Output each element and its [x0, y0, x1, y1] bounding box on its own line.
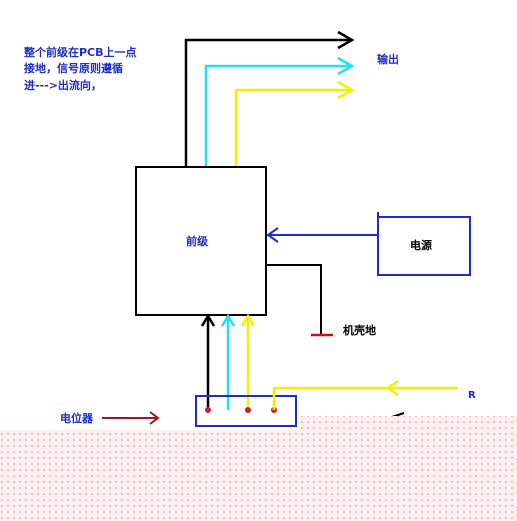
potentiometer-box — [195, 395, 297, 427]
power-label: 电源 — [410, 238, 432, 252]
r-label: R — [468, 390, 476, 401]
potentiometer-arrow — [102, 411, 160, 425]
output-arrows — [184, 30, 355, 166]
potentiometer-pins — [205, 407, 277, 413]
input-arrowhead-black — [200, 313, 216, 327]
note-line-3: 进--->出流向， — [24, 78, 102, 92]
output-line-yellow — [234, 88, 352, 166]
input-arrowhead-yellow — [240, 313, 256, 327]
preamp-box — [135, 166, 267, 316]
chassis-ground-label: 机壳地 — [343, 323, 376, 337]
output-label: 输出 — [377, 52, 399, 66]
power-arrow — [266, 227, 378, 243]
preamp-label: 前级 — [186, 234, 209, 248]
output-arrowhead-cyan — [337, 56, 355, 76]
note-text: 整个前级在PCB上一点 接地，信号原则遵循 进--->出流向， — [23, 45, 137, 92]
note-line-1: 整个前级在PCB上一点 — [23, 45, 137, 59]
r-input — [272, 379, 458, 410]
output-arrowhead-black — [337, 30, 355, 50]
dotted-overlay — [0, 430, 517, 521]
potentiometer-label: 电位器 — [60, 411, 94, 425]
input-arrowhead-cyan — [220, 313, 236, 327]
dotted-overlay-right — [300, 416, 517, 432]
output-line-black — [184, 38, 352, 166]
input-arrows — [200, 313, 256, 410]
output-arrowhead-yellow — [337, 80, 355, 100]
output-line-cyan — [204, 64, 352, 166]
note-line-2: 接地，信号原则遵循 — [24, 61, 123, 75]
power-box — [377, 216, 471, 276]
chassis-ground — [266, 264, 333, 337]
